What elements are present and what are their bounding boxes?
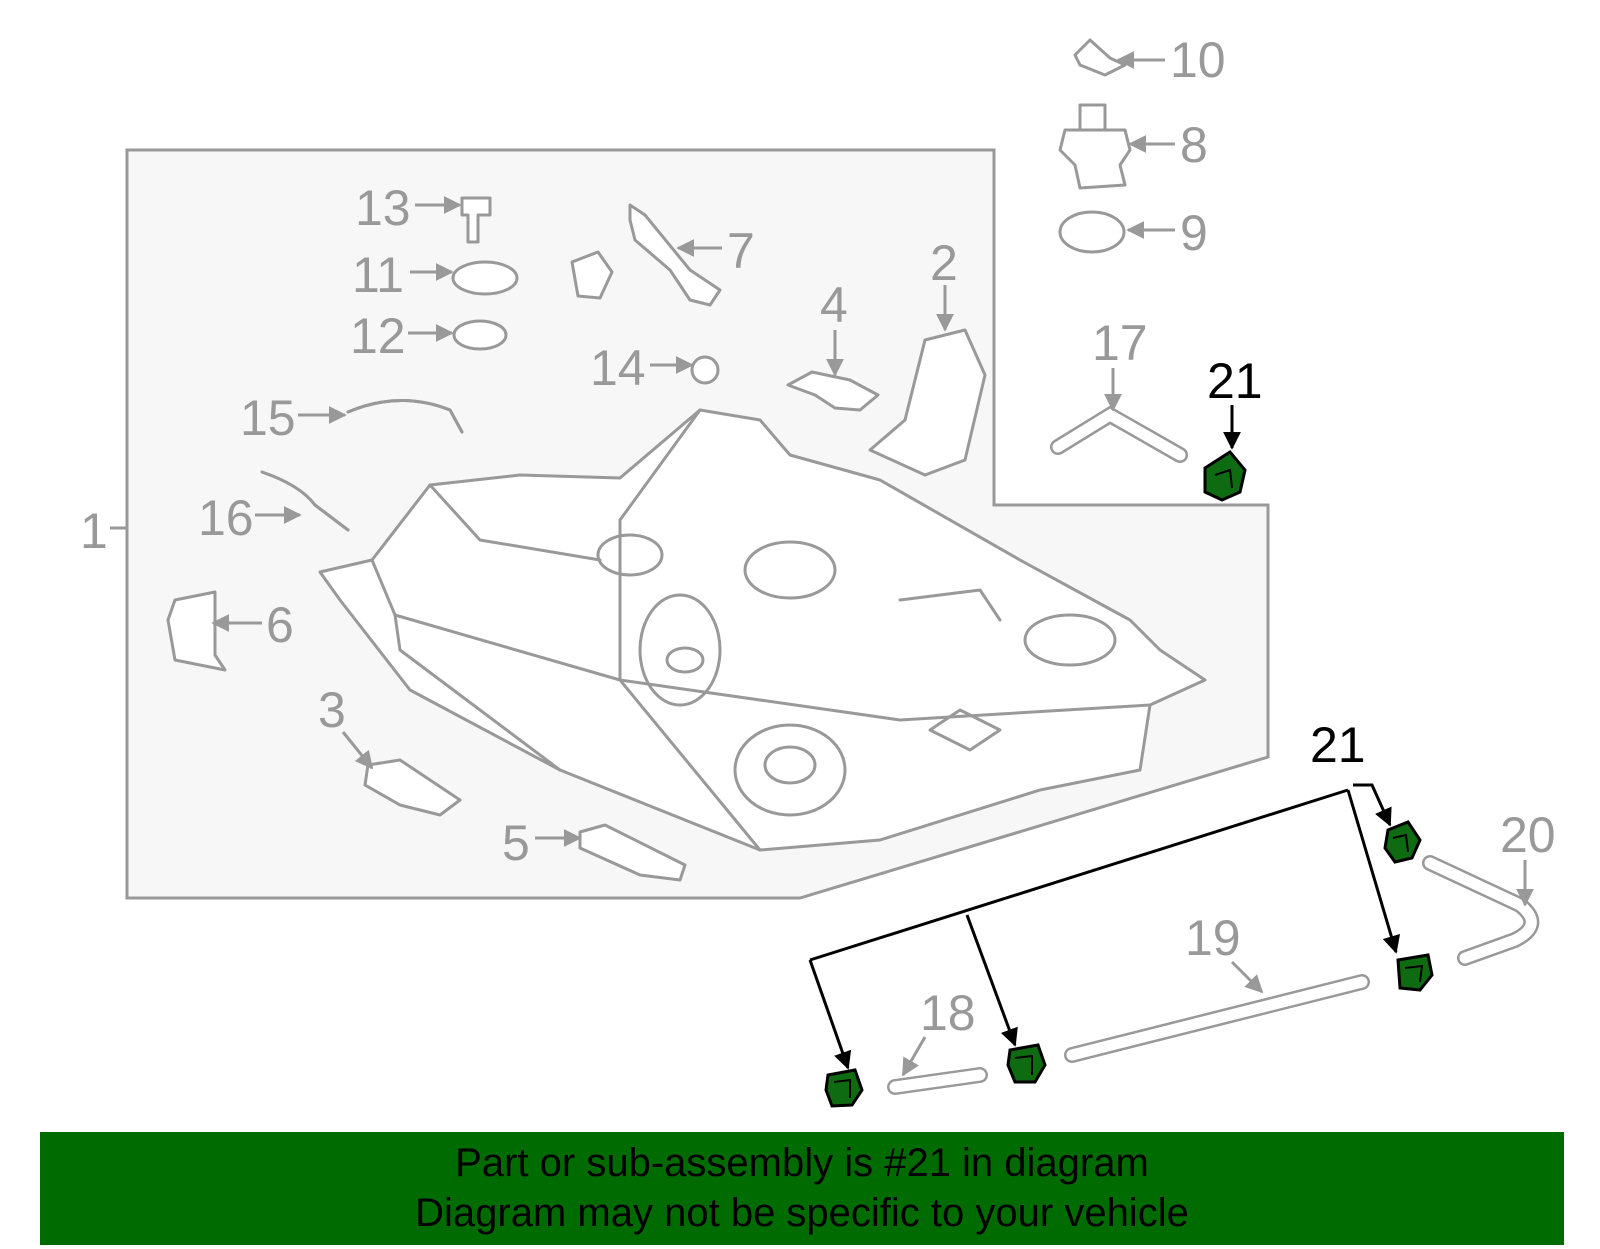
fuel-tank bbox=[318, 408, 1207, 852]
label-20: 20 bbox=[1500, 807, 1556, 863]
part-5-strap bbox=[578, 823, 687, 882]
part-8-cap bbox=[1058, 103, 1132, 190]
part-9-grommet bbox=[1058, 210, 1126, 254]
clip-21-e[interactable] bbox=[824, 1068, 864, 1108]
label-21-top: 21 bbox=[1207, 353, 1263, 409]
part-11-ring bbox=[451, 260, 519, 296]
banner-line-2: Diagram may not be specific to your vehi… bbox=[415, 1191, 1189, 1235]
label-16: 16 bbox=[198, 490, 254, 546]
banner-line-1: Part or sub-assembly is #21 in diagram bbox=[455, 1141, 1149, 1185]
part-4-pad bbox=[786, 370, 880, 412]
leader-lines bbox=[110, 51, 1534, 1077]
clip-21-b[interactable] bbox=[1383, 820, 1422, 864]
label-9: 9 bbox=[1180, 205, 1208, 261]
part-small-cover bbox=[570, 250, 614, 300]
part-12-gasket bbox=[452, 319, 508, 351]
label-3: 3 bbox=[318, 682, 346, 738]
label-12: 12 bbox=[350, 308, 406, 364]
label-13: 13 bbox=[355, 180, 411, 236]
part-14-clip bbox=[690, 355, 720, 385]
part-6-bracket bbox=[166, 590, 227, 672]
label-11: 11 bbox=[352, 247, 404, 303]
part-labels: 1 2 3 4 5 6 7 8 9 10 11 12 13 14 15 16 1… bbox=[80, 32, 1556, 1041]
label-10: 10 bbox=[1170, 32, 1226, 88]
part-13-bolt bbox=[460, 196, 492, 244]
label-15: 15 bbox=[240, 390, 296, 446]
label-2: 2 bbox=[930, 235, 958, 291]
part-10-clip bbox=[1073, 38, 1127, 77]
label-8: 8 bbox=[1180, 117, 1208, 173]
label-5: 5 bbox=[502, 815, 530, 871]
clip-21-d[interactable] bbox=[1006, 1043, 1047, 1084]
clip-21-a[interactable] bbox=[1203, 450, 1247, 502]
label-7: 7 bbox=[727, 223, 755, 279]
label-21-bottom: 21 bbox=[1310, 717, 1366, 773]
label-18: 18 bbox=[920, 985, 976, 1041]
part-3-plate bbox=[363, 758, 462, 817]
label-19: 19 bbox=[1185, 910, 1241, 966]
label-4: 4 bbox=[820, 277, 848, 333]
leader-21-lines bbox=[808, 405, 1401, 1070]
label-1: 1 bbox=[80, 503, 108, 559]
clip-21-c[interactable] bbox=[1396, 953, 1434, 992]
info-banner: Part or sub-assembly is #21 in diagram D… bbox=[40, 1132, 1564, 1245]
label-6: 6 bbox=[266, 597, 294, 653]
label-17: 17 bbox=[1092, 315, 1148, 371]
label-14: 14 bbox=[590, 340, 646, 396]
part-7-strap bbox=[628, 203, 722, 307]
part-2-bracket bbox=[868, 328, 987, 477]
